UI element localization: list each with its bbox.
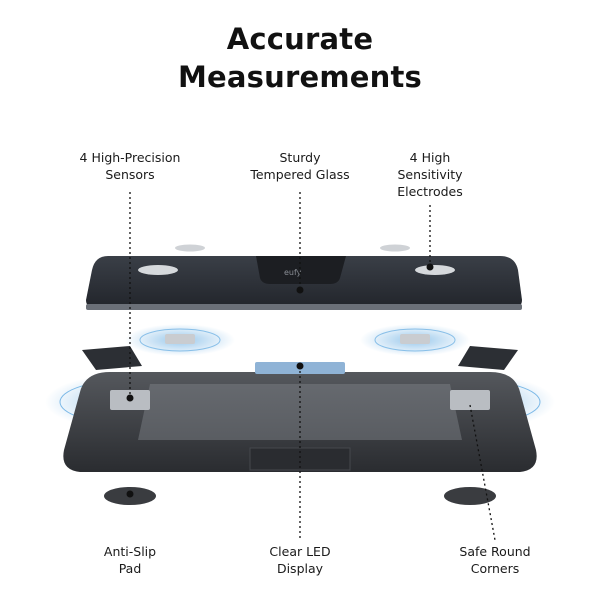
label-line: Sensors xyxy=(105,167,155,182)
corner-covers xyxy=(82,346,518,370)
label-led-display: Clear LED Display xyxy=(220,543,380,577)
callout-lines xyxy=(129,192,496,541)
label-electrodes: 4 High Sensitivity Electrodes xyxy=(350,149,510,200)
label-line: Clear LED xyxy=(269,544,331,559)
label-line: Pad xyxy=(118,561,142,576)
label-line: Electrodes xyxy=(397,184,463,199)
title-line-2: Measurements xyxy=(177,60,423,94)
led-display-window xyxy=(256,256,346,284)
label-line: Sensitivity xyxy=(397,167,463,182)
label-line: Anti-Slip xyxy=(103,544,157,559)
brand-logo: eufy xyxy=(284,268,302,277)
label-line: Display xyxy=(276,561,324,576)
label-line: Corners xyxy=(470,561,520,576)
label-glass: Sturdy Tempered Glass xyxy=(220,149,380,183)
label-round-corners: Safe Round Corners xyxy=(415,543,575,577)
label-line: 4 High-Precision xyxy=(79,150,181,165)
label-line: 4 High xyxy=(409,150,451,165)
tempered-glass-plate: eufy xyxy=(86,256,522,310)
label-anti-slip-pad: Anti-Slip Pad xyxy=(50,543,210,577)
title-line-1: Accurate xyxy=(226,22,374,56)
label-line: Tempered Glass xyxy=(250,167,350,182)
anti-slip-pads xyxy=(104,487,496,505)
callout-dots xyxy=(126,263,434,498)
label-line: Sturdy xyxy=(279,150,321,165)
electrode-icons xyxy=(175,244,410,252)
label-sensors: 4 High-Precision Sensors xyxy=(50,149,210,183)
page-title: Accurate Measurements xyxy=(0,20,600,96)
label-line: Safe Round xyxy=(459,544,531,559)
